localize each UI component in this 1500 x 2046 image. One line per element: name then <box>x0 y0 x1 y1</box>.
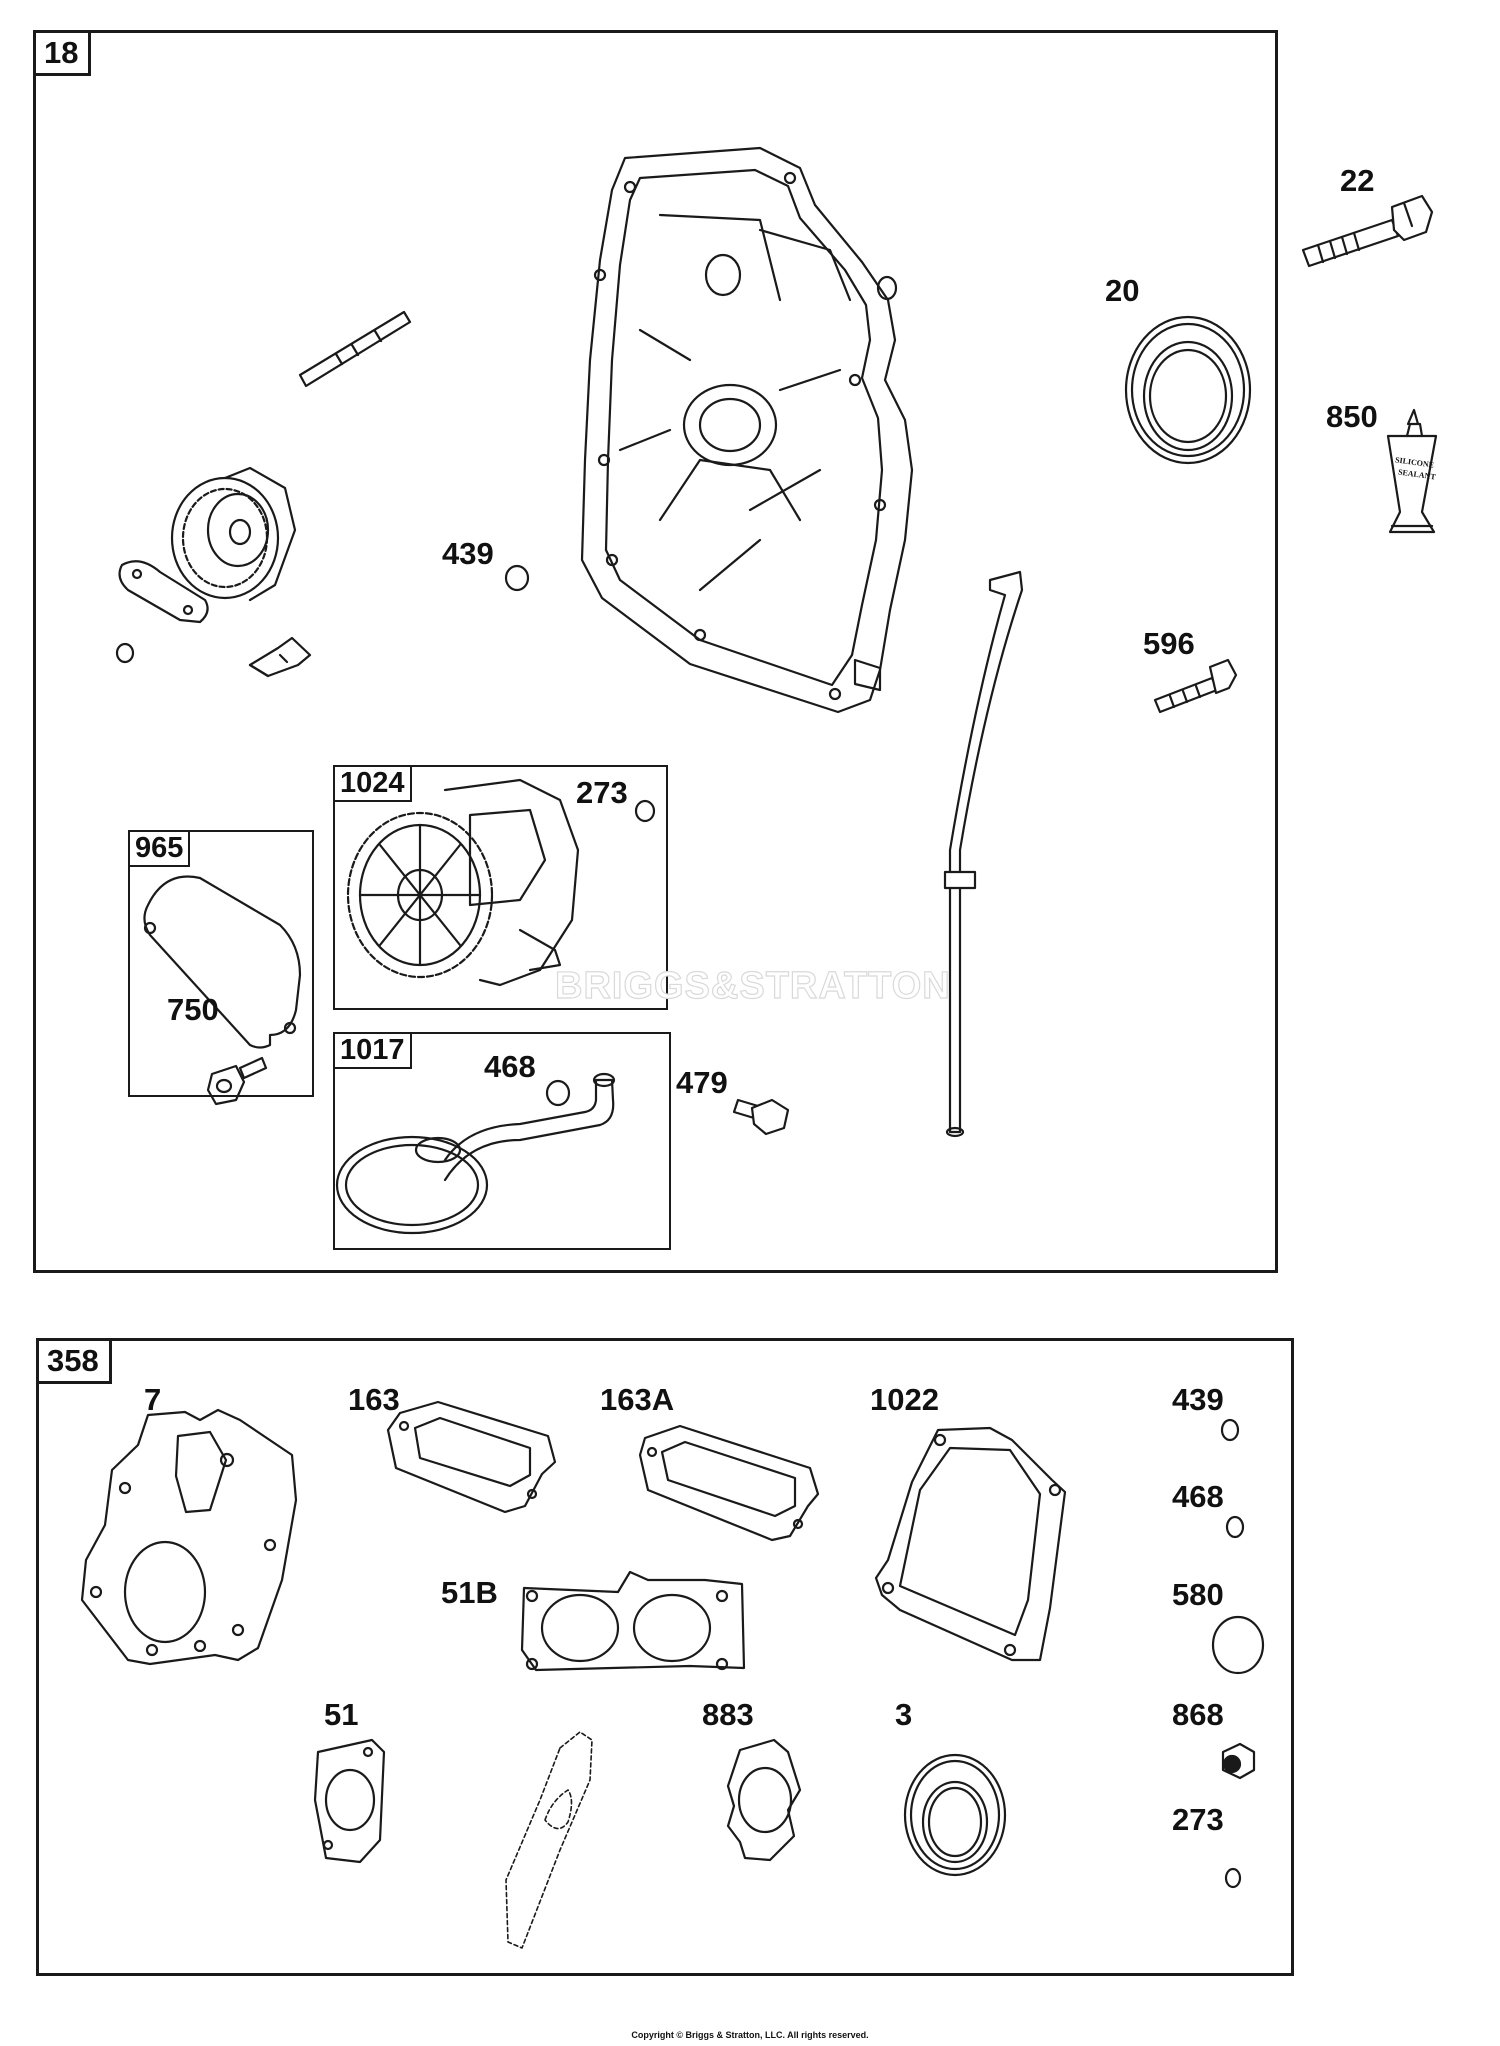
gasket-883-drawing <box>726 1738 802 1862</box>
plug-868-drawing <box>1221 1742 1256 1780</box>
sub-box-id-1017: 1017 <box>335 1034 412 1069</box>
part-label-51: 51 <box>324 1697 359 1732</box>
oil-pump-1024-drawing <box>346 778 656 987</box>
head-gasket-7-drawing <box>80 1408 298 1666</box>
part-label-850: 850 <box>1326 399 1378 434</box>
dipstick-tube-drawing <box>943 570 1024 1138</box>
part-label-750: 750 <box>167 992 219 1027</box>
gasket-1022-drawing <box>874 1426 1067 1662</box>
part-label-51b: 51B <box>441 1575 498 1610</box>
sub-box-id-965: 965 <box>130 832 191 867</box>
copyright-footer: Copyright © Briggs & Stratton, LLC. All … <box>631 2030 869 2040</box>
sub-box-id-1024: 1024 <box>335 767 412 802</box>
gasket-163-drawing <box>386 1400 557 1514</box>
sub-box-1017: 1017 <box>333 1032 671 1250</box>
part-label-273b: 273 <box>1172 1802 1224 1837</box>
part-label-20: 20 <box>1105 273 1140 308</box>
part-label-439b: 439 <box>1172 1382 1224 1417</box>
washer-439b-drawing <box>1220 1418 1240 1442</box>
part-label-439: 439 <box>442 536 494 571</box>
part-label-22: 22 <box>1340 163 1375 198</box>
part-label-163: 163 <box>348 1382 400 1417</box>
sealant-tube-850-drawing <box>1386 408 1438 534</box>
part-label-3: 3 <box>895 1697 913 1732</box>
section-358-frame: 358 <box>36 1338 1294 1976</box>
gasket-unlabeled-drawing <box>505 1731 593 1949</box>
washer-439-drawing <box>504 564 530 592</box>
bolt-479-drawing <box>732 1098 790 1136</box>
section-18-frame: 18 <box>33 30 1278 1273</box>
part-label-479: 479 <box>676 1065 728 1100</box>
gasket-965-drawing <box>143 875 302 1049</box>
washer-273b-drawing <box>1224 1867 1242 1889</box>
sub-box-1024: 1024 <box>333 765 668 1010</box>
bolt-22-drawing <box>1301 194 1434 268</box>
part-label-7: 7 <box>144 1382 162 1417</box>
gasket-51-drawing <box>313 1738 386 1864</box>
o-ring-580-drawing <box>1211 1615 1265 1675</box>
washer-468b-drawing <box>1225 1515 1245 1539</box>
section-id-label: 18 <box>36 33 92 76</box>
dowel-pin-drawing <box>298 310 412 388</box>
part-label-468b: 468 <box>1172 1479 1224 1514</box>
part-label-596: 596 <box>1143 626 1195 661</box>
crankcase-cover-drawing <box>580 146 914 714</box>
bolt-750-drawing <box>206 1056 268 1106</box>
part-label-273: 273 <box>576 775 628 810</box>
brand-watermark: BRIGGS&STRATTON <box>554 964 951 1007</box>
gasket-51b-drawing <box>520 1570 746 1672</box>
oil-pickup-1017-drawing <box>335 1072 616 1235</box>
gasket-163a-drawing <box>638 1424 820 1542</box>
part-label-883: 883 <box>702 1697 754 1732</box>
section-id-label-358: 358 <box>39 1341 112 1384</box>
oil-seal-20-drawing <box>1124 315 1252 465</box>
sub-box-965: 965 <box>128 830 314 1097</box>
oil-seal-3-drawing <box>903 1753 1007 1877</box>
part-label-580: 580 <box>1172 1577 1224 1612</box>
governor-gear-drawing <box>115 466 312 678</box>
bolt-596-drawing <box>1153 658 1238 714</box>
part-label-468: 468 <box>484 1049 536 1084</box>
part-label-868: 868 <box>1172 1697 1224 1732</box>
part-label-1022: 1022 <box>870 1382 939 1417</box>
part-label-163a: 163A <box>600 1382 675 1417</box>
